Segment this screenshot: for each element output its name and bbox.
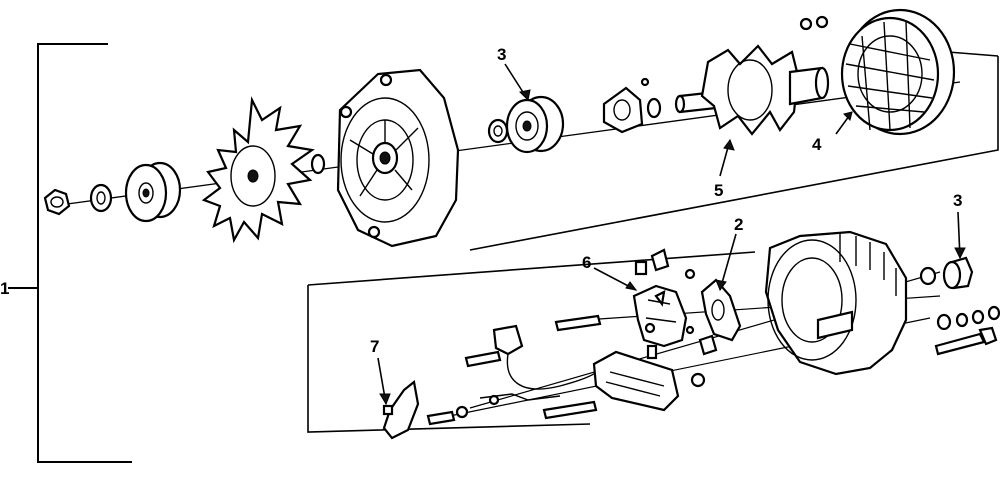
shaft-nut <box>43 188 71 216</box>
rectifier-bridge <box>592 350 706 412</box>
terminal-bracket <box>382 379 420 440</box>
assembly-bracket <box>8 43 132 463</box>
callout-7: 7 <box>370 337 379 356</box>
upper-subassembly-frame <box>469 51 999 251</box>
callout-2: 2 <box>734 215 743 234</box>
front-bearing <box>505 95 565 154</box>
cooling-fan <box>201 96 315 244</box>
stator <box>840 8 956 136</box>
bearing-washer <box>487 118 509 144</box>
callout-labels: 1 2 3 3 4 5 6 7 <box>0 45 962 356</box>
shaft-washer <box>89 183 113 213</box>
callout-leaders <box>377 63 966 406</box>
retainer-plate <box>602 77 650 134</box>
small-rings <box>799 15 829 31</box>
rear-hardware <box>934 305 1000 356</box>
callout-3-front-bearing: 3 <box>497 45 506 64</box>
upper-shaft-axis <box>59 81 961 206</box>
wire-harness <box>479 324 601 406</box>
callout-5: 5 <box>714 181 723 200</box>
rear-bearing <box>919 256 974 290</box>
spacer-ring <box>310 153 326 175</box>
brush-plate <box>684 268 742 356</box>
rotor <box>700 44 830 136</box>
shaft-collar <box>646 97 662 119</box>
brush-holder <box>632 248 695 348</box>
pulley <box>124 161 182 223</box>
slip-ring-end-frame <box>764 230 908 376</box>
screws <box>426 314 658 426</box>
lower-subassembly-frame <box>307 251 756 433</box>
callout-4: 4 <box>812 135 822 154</box>
callout-3-rear-bearing: 3 <box>953 191 962 210</box>
callout-6: 6 <box>582 253 591 272</box>
callout-1: 1 <box>0 279 9 298</box>
drive-end-frame <box>336 68 460 248</box>
